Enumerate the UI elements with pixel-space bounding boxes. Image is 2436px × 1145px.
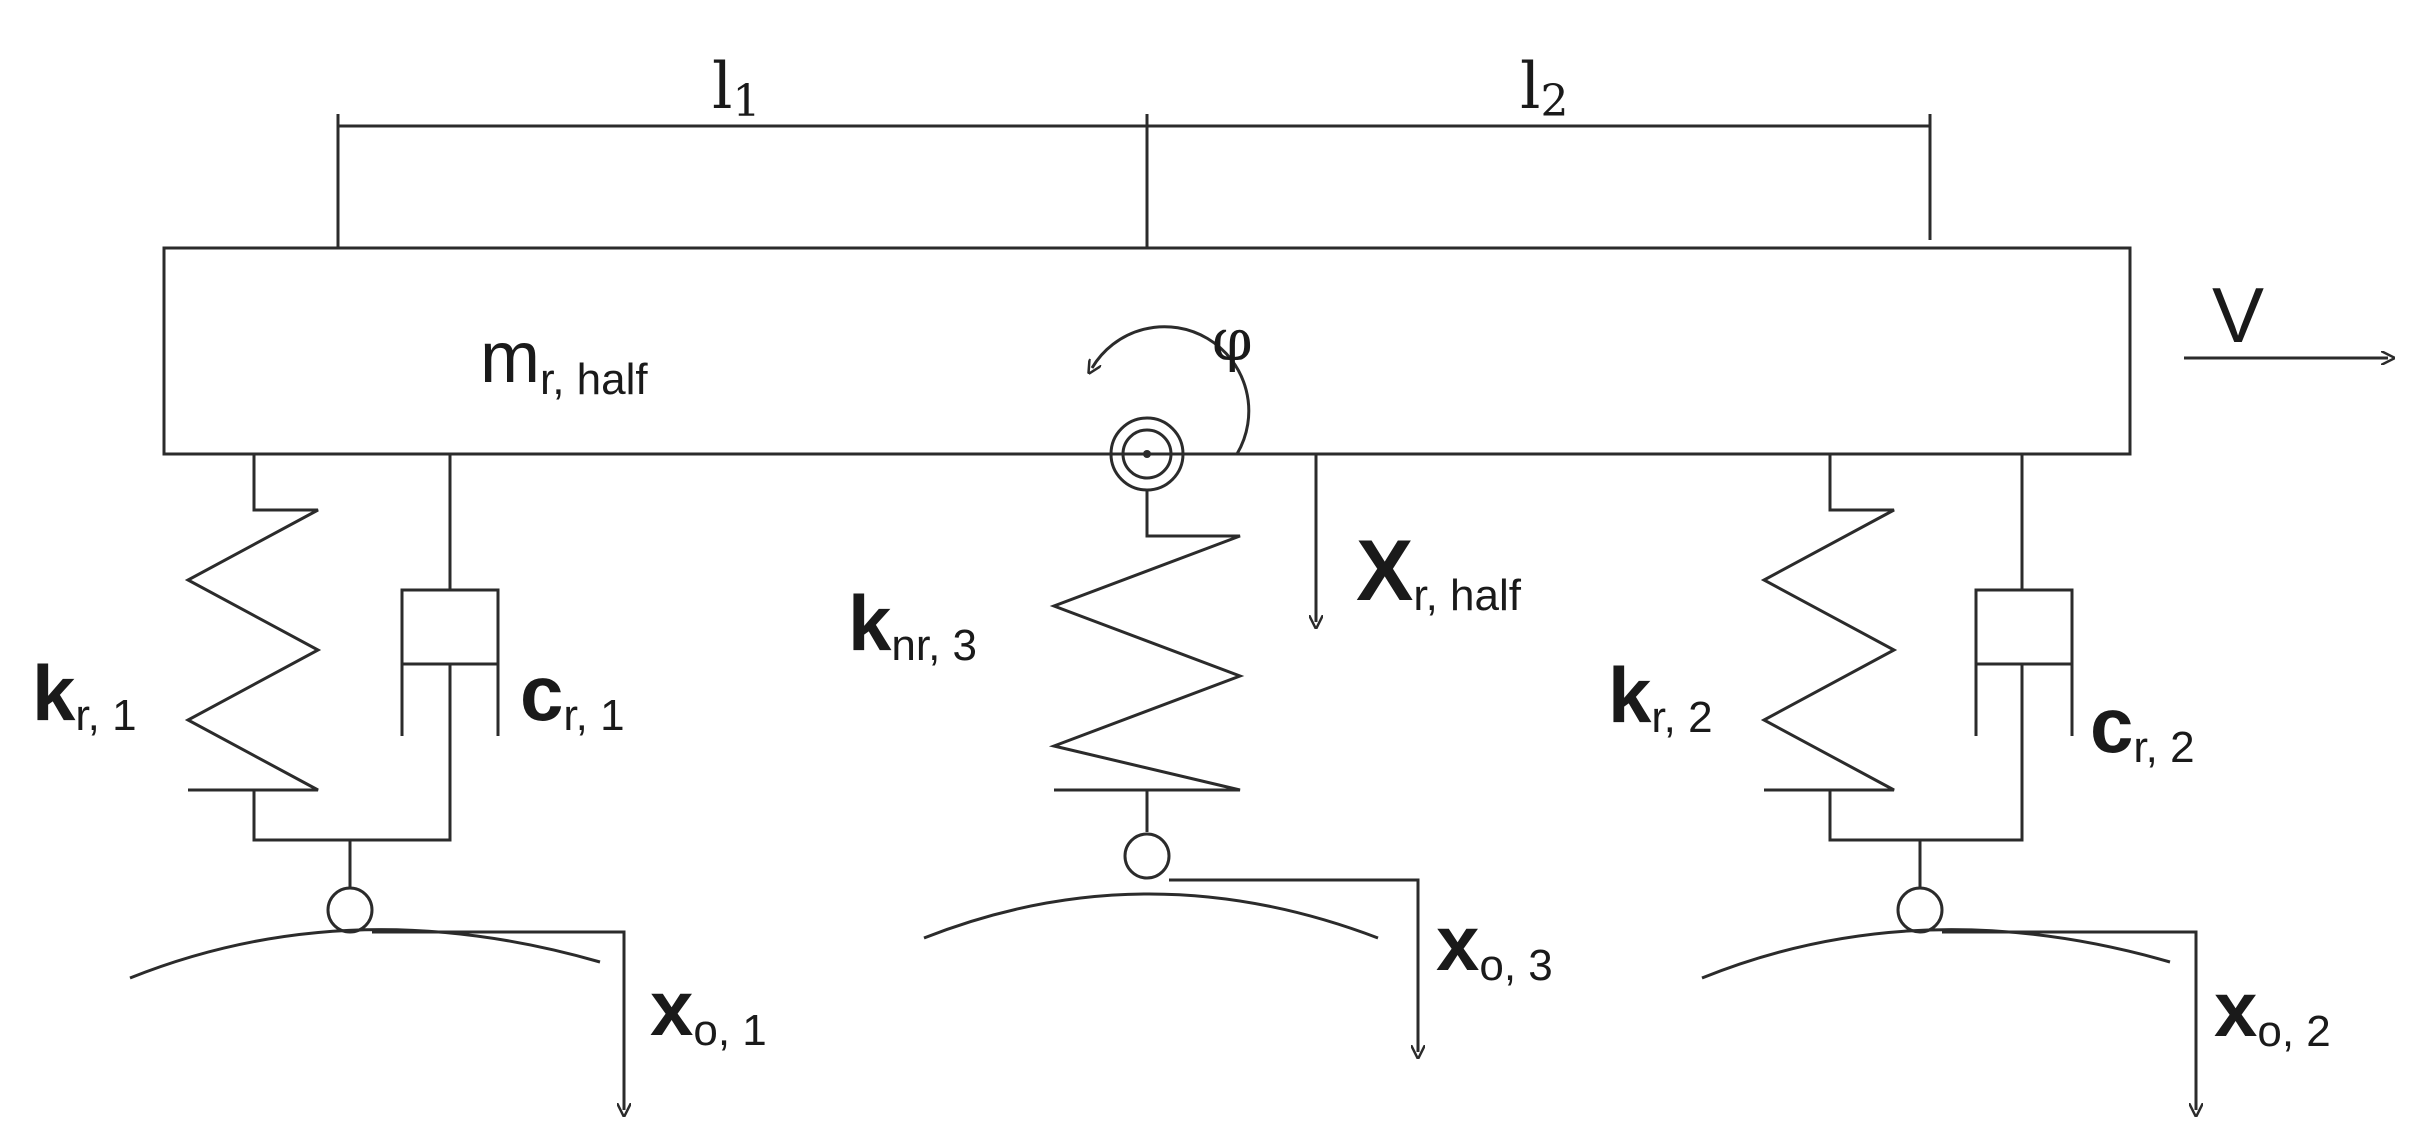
left-road-profile xyxy=(129,928,601,980)
middle-spring-label: knr, 3 xyxy=(848,579,977,670)
dimension-lines xyxy=(336,114,1932,248)
middle-wheel-contact xyxy=(1123,832,1171,880)
right-spring xyxy=(1760,454,1920,842)
middle-road-arrow xyxy=(1169,878,1418,1052)
middle-road-profile xyxy=(923,892,1379,940)
middle-spring xyxy=(1048,490,1245,832)
right-road-arrow xyxy=(1942,930,2196,1110)
left-damper-label: cr, 1 xyxy=(520,649,625,740)
vehicle-body-mass xyxy=(162,246,2132,456)
rotation-label: φ xyxy=(1212,306,1253,374)
middle-road-label: xo, 3 xyxy=(1436,899,1553,990)
dimension-l1-label: l1 xyxy=(712,50,760,127)
left-damper xyxy=(254,454,500,842)
body-displacement-label: Xr, half xyxy=(1356,523,1522,620)
dimension-l2-label: l2 xyxy=(1520,50,1568,127)
right-road-label: xo, 2 xyxy=(2214,965,2331,1056)
left-road-arrow xyxy=(372,930,624,1110)
mass-label: mr, half xyxy=(480,318,648,404)
right-damper-label: cr, 2 xyxy=(2090,681,2195,772)
left-road-label: xo, 1 xyxy=(650,964,767,1055)
left-wheel-contact xyxy=(326,886,374,934)
left-spring-label: kr, 1 xyxy=(32,649,137,740)
right-damper xyxy=(1830,454,2074,842)
velocity-label: V xyxy=(2212,271,2264,359)
rotation-symbol xyxy=(1092,325,1293,492)
right-road-profile xyxy=(1701,928,2171,980)
left-spring xyxy=(184,454,322,842)
right-wheel-contact xyxy=(1896,886,1944,934)
right-spring-label: kr, 2 xyxy=(1608,651,1713,742)
